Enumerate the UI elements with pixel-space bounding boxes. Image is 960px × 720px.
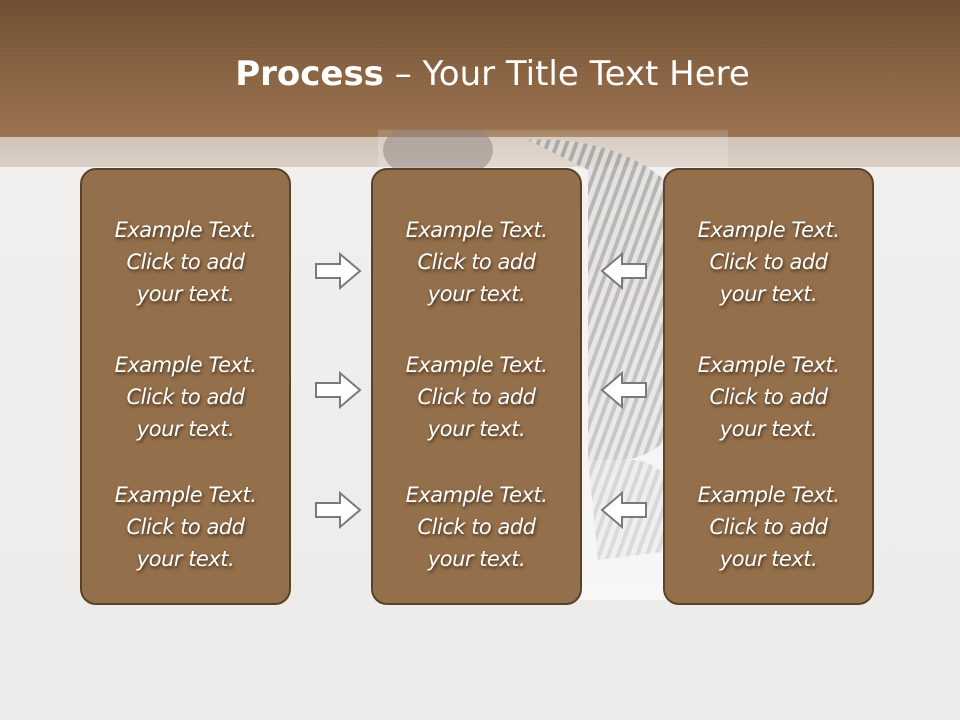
left-arrow-icon[interactable] <box>598 370 648 410</box>
text-block[interactable]: Example Text. Click to add your text. <box>665 214 872 310</box>
text-block[interactable]: Example Text. Click to add your text. <box>373 214 580 310</box>
right-arrow-icon[interactable] <box>314 490 364 530</box>
right-arrow-icon[interactable] <box>314 251 364 291</box>
text-line: Click to add <box>709 250 828 274</box>
text-line: Click to add <box>417 515 536 539</box>
title-bold: Process <box>235 54 384 94</box>
text-line: Click to add <box>126 515 245 539</box>
text-block[interactable]: Example Text. Click to add your text. <box>82 214 289 310</box>
right-arrow-icon[interactable] <box>314 370 364 410</box>
text-line: Click to add <box>709 515 828 539</box>
text-line: Click to add <box>126 385 245 409</box>
text-line: Example Text. <box>405 483 548 507</box>
text-block[interactable]: Example Text. Click to add your text. <box>373 479 580 575</box>
title-sub-band <box>0 137 960 167</box>
left-arrow-icon[interactable] <box>598 251 648 291</box>
text-line: Click to add <box>417 385 536 409</box>
text-block[interactable]: Example Text. Click to add your text. <box>665 479 872 575</box>
left-arrow-icon[interactable] <box>598 490 648 530</box>
text-line: Example Text. <box>114 218 257 242</box>
text-block[interactable]: Example Text. Click to add your text. <box>82 479 289 575</box>
process-box-left[interactable]: Example Text. Click to add your text. Ex… <box>80 168 291 605</box>
text-line: Click to add <box>417 250 536 274</box>
title-bar <box>0 0 960 137</box>
text-line: Example Text. <box>697 218 840 242</box>
text-line: your text. <box>719 547 818 571</box>
text-line: your text. <box>427 282 526 306</box>
text-line: your text. <box>719 282 818 306</box>
text-line: Click to add <box>126 250 245 274</box>
text-line: Example Text. <box>405 353 548 377</box>
slide-title[interactable]: Process – Your Title Text Here <box>0 52 960 96</box>
text-line: Example Text. <box>405 218 548 242</box>
process-box-right[interactable]: Example Text. Click to add your text. Ex… <box>663 168 874 605</box>
process-box-center[interactable]: Example Text. Click to add your text. Ex… <box>371 168 582 605</box>
text-line: your text. <box>136 282 235 306</box>
text-line: your text. <box>427 547 526 571</box>
text-line: Example Text. <box>114 353 257 377</box>
title-rest: – Your Title Text Here <box>383 54 750 94</box>
text-line: your text. <box>136 417 235 441</box>
text-block[interactable]: Example Text. Click to add your text. <box>373 349 580 445</box>
text-block[interactable]: Example Text. Click to add your text. <box>82 349 289 445</box>
text-line: Example Text. <box>114 483 257 507</box>
text-line: your text. <box>427 417 526 441</box>
text-line: your text. <box>136 547 235 571</box>
text-line: Example Text. <box>697 483 840 507</box>
text-block[interactable]: Example Text. Click to add your text. <box>665 349 872 445</box>
text-line: Click to add <box>709 385 828 409</box>
text-line: Example Text. <box>697 353 840 377</box>
text-line: your text. <box>719 417 818 441</box>
